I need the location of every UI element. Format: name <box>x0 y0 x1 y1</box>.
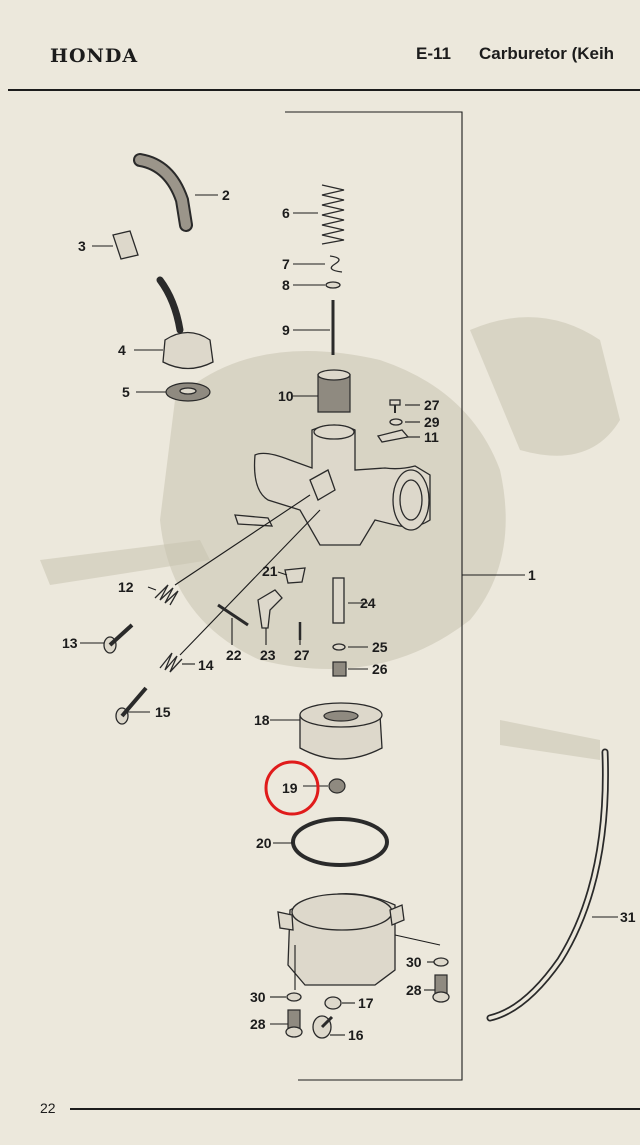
part-26-main-jet <box>332 577 368 624</box>
callout-23: 23 <box>260 647 276 663</box>
callout-27: 27 <box>294 647 310 663</box>
part-10-throttle-valve <box>293 369 351 413</box>
callout-27: 27 <box>424 397 440 413</box>
callout-21: 21 <box>262 563 278 579</box>
callout-13: 13 <box>62 635 78 651</box>
callout-3: 3 <box>78 238 86 254</box>
part-15-screw <box>115 686 150 725</box>
callout-15: 15 <box>155 704 171 720</box>
part-17-washer <box>324 996 355 1010</box>
part-21-clip <box>277 567 306 584</box>
part-29-washer <box>389 418 420 426</box>
callout-30: 30 <box>406 954 422 970</box>
section-title: Carburetor (Keih <box>479 44 615 63</box>
callout-11: 11 <box>424 429 439 445</box>
callout-8: 8 <box>282 277 290 293</box>
part-11-plate <box>376 429 420 443</box>
part-14-spring <box>159 509 321 673</box>
callout-25: 25 <box>372 639 388 655</box>
assembly-bracket <box>285 111 525 1081</box>
footer-rule <box>70 1108 640 1110</box>
part-7-clip <box>293 255 343 273</box>
callout-7: 7 <box>282 256 290 272</box>
part-23-float-arm <box>257 589 283 645</box>
part-20-gasket <box>273 817 389 867</box>
section-code: E-11 <box>416 44 451 63</box>
part-19-float-valve <box>303 778 346 794</box>
callout-26: 26 <box>372 661 388 677</box>
callout-4: 4 <box>118 342 126 358</box>
header-rule <box>8 89 640 91</box>
page-number: 22 <box>40 1100 56 1116</box>
part-28-bolt-right <box>424 974 450 1003</box>
part-25-nut <box>332 661 368 677</box>
brand-logo-text: HONDA <box>50 45 139 67</box>
highlight-circle <box>264 760 320 816</box>
part-5-washer <box>136 382 211 402</box>
part-22-pin <box>217 603 249 645</box>
callout-28: 28 <box>250 1016 266 1032</box>
callout-14: 14 <box>198 657 214 673</box>
callout-18: 18 <box>254 712 270 728</box>
part-12-spring <box>147 494 311 606</box>
callout-1: 1 <box>528 567 536 583</box>
callout-30: 30 <box>250 989 266 1005</box>
callout-6: 6 <box>282 205 290 221</box>
part-24-o-ring <box>332 643 368 651</box>
callout-28: 28 <box>406 982 422 998</box>
part-16-drain-screw <box>312 1015 345 1039</box>
part-28-bolt-left <box>270 1009 303 1038</box>
callout-5: 5 <box>122 384 130 400</box>
part-18-float <box>270 702 383 760</box>
callout-19: 19 <box>282 780 298 796</box>
part-2-air-hose <box>133 153 218 232</box>
part-27-screw-top <box>389 399 420 413</box>
part-13-screw <box>80 623 134 654</box>
part-30-washer-right <box>427 957 449 967</box>
callout-31: 31 <box>620 909 636 925</box>
part-4-valve <box>134 276 214 370</box>
float-bowl <box>277 892 441 990</box>
carburetor-body <box>234 424 431 546</box>
callout-17: 17 <box>358 995 374 1011</box>
callout-12: 12 <box>118 579 134 595</box>
callout-10: 10 <box>278 388 294 404</box>
part-31-fuel-tube <box>486 748 618 1022</box>
part-8-small-washer <box>293 281 341 289</box>
callout-24: 24 <box>360 595 376 611</box>
callout-20: 20 <box>256 835 272 851</box>
part-6-spring <box>293 184 345 245</box>
callout-9: 9 <box>282 322 290 338</box>
callout-2: 2 <box>222 187 230 203</box>
part-9-jet-needle <box>293 300 335 355</box>
callout-16: 16 <box>348 1027 364 1043</box>
callout-29: 29 <box>424 414 440 430</box>
part-3-cap <box>92 230 139 260</box>
callout-22: 22 <box>226 647 242 663</box>
part-30-washer-left <box>270 992 302 1002</box>
